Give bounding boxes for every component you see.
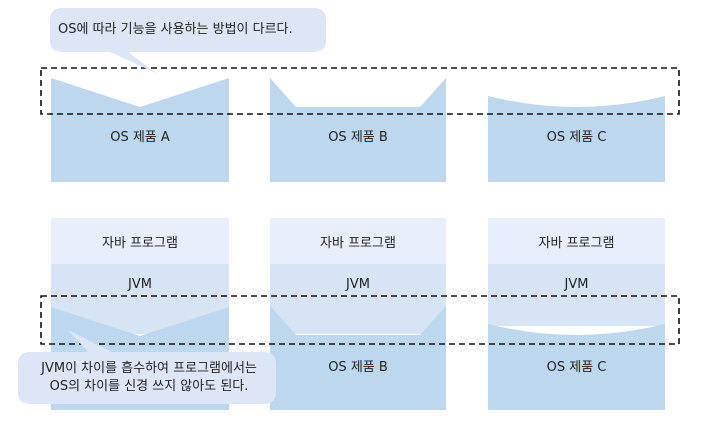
top-callout-bubble [50,8,326,74]
top-dashed-highlight [40,67,680,115]
bottom-callout-line1: JVM이 차이를 흡수하여 프로그램에서는 [41,361,257,376]
top-callout-text: OS에 따라 기능을 사용하는 방법이 다르다. [58,22,293,37]
bottom-callout-text: JVM이 차이를 흡수하여 프로그램에서는 OS의 차이를 신경 쓰지 않아도 … [30,360,268,396]
os-product-b-shape [270,78,446,182]
jvm-label-c: JVM [564,276,589,292]
program-layer-a [51,218,229,264]
program-layer-c [488,218,665,264]
bottom-callout-bubble [18,330,276,404]
program-label-b: 자바 프로그램 [320,235,396,251]
bottom-callout-line2: OS의 차이를 신경 쓰지 않아도 된다. [49,379,249,394]
os-product-b-label: OS 제품 B [328,129,388,145]
jvm-label-a: JVM [128,276,152,292]
bottom-dashed-highlight [40,295,680,345]
jvm-layer-c [488,264,665,326]
os-product-c-bottom-label: OS 제품 C [546,359,607,375]
program-layer-b [270,218,446,264]
jvm-layer-b [270,264,446,334]
os-product-c-bottom-shape [488,324,665,410]
program-label-c: 자바 프로그램 [538,235,615,251]
os-product-b-bottom-label: OS 제품 B [328,359,388,375]
os-product-c-shape [488,96,665,182]
os-product-c-label: OS 제품 C [546,129,607,145]
program-label-a: 자바 프로그램 [102,235,178,251]
jvm-label-b: JVM [346,276,370,292]
os-product-a-shape [51,78,229,182]
os-product-b-bottom-shape [270,306,446,410]
os-product-a-label: OS 제품 A [110,129,170,145]
